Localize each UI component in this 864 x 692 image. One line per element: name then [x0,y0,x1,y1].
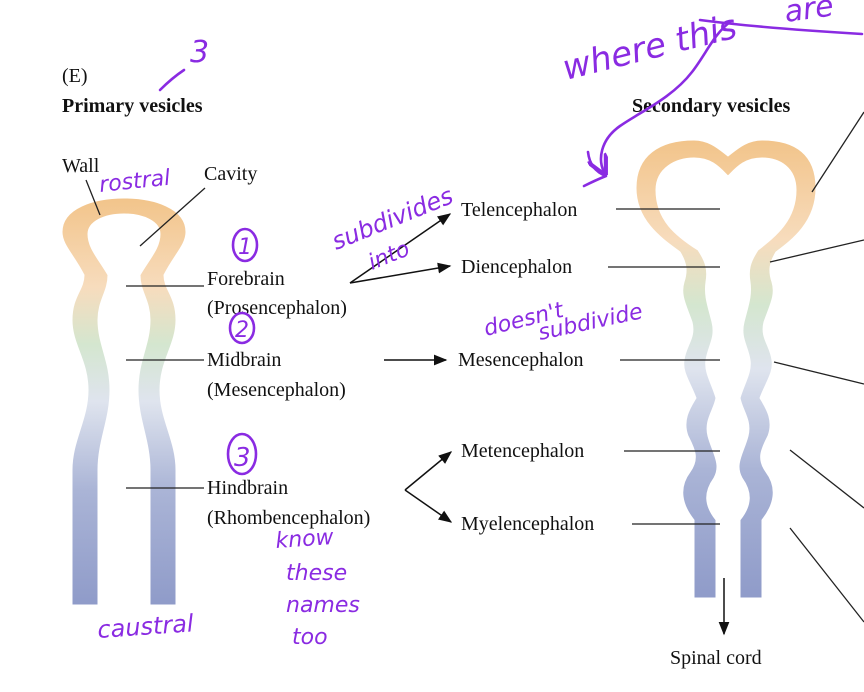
pointer-arrowhead [582,150,608,188]
num-3: 3 [234,443,251,473]
right-leader-5 [789,527,864,623]
midbrain-label: Midbrain [207,349,281,371]
these-note: these [286,561,347,586]
num-2: 2 [235,318,249,343]
right-leader-3 [773,361,864,385]
arrow-to-metencephalon [404,451,453,491]
wall-label: Wall [62,155,100,177]
arrow-to-telencephalon [349,213,452,284]
primary-vesicle-tube [61,197,187,606]
top-note-underline [698,18,864,36]
num-3-circle [226,432,258,476]
num-1: 1 [238,235,252,260]
too-note: too [292,625,328,650]
count-note-stroke [158,68,186,92]
mesencephalon-label: Mesencephalon [458,349,584,371]
secondary-vesicle-tube [635,139,817,599]
names-note: names [286,593,360,618]
diencephalon-label: Diencephalon [461,256,572,278]
prosencephalon-label: (Prosencephalon) [207,297,347,319]
mesencephalon-primary-label: (Mesencephalon) [207,379,346,401]
know-note: know [275,525,336,554]
telencephalon-label: Telencephalon [461,199,577,221]
count-note: 3 [190,35,209,70]
right-leader-1 [811,111,864,193]
num-2-circle [228,311,256,345]
num-1-circle [231,227,259,263]
rostral-note: rostral [98,166,171,198]
myelencephalon-label: Myelencephalon [461,513,594,535]
forebrain-label: Forebrain [207,268,285,290]
wall-leader [85,179,101,216]
arrow-to-myelencephalon [404,489,453,523]
caudal-note: caustral [96,609,194,644]
rhombencephalon-label: (Rhombencephalon) [207,507,370,529]
metencephalon-label: Metencephalon [461,440,584,462]
right-leader-4 [789,449,864,509]
cavity-label: Cavity [204,163,257,185]
cavity-leader [139,187,206,247]
into-note: into [365,237,413,276]
right-leader-2 [769,239,864,263]
panel-letter: (E) [62,65,88,87]
hindbrain-label: Hindbrain [207,477,288,499]
primary-vesicles-heading: Primary vesicles [62,95,203,117]
arrow-to-diencephalon [349,262,452,284]
top-note-pointer [601,20,732,172]
top-note-2: are [782,0,836,30]
secondary-vesicles-heading: Secondary vesicles [632,95,791,117]
top-note: where this [559,7,741,89]
spinal-cord-label: Spinal cord [670,647,762,669]
